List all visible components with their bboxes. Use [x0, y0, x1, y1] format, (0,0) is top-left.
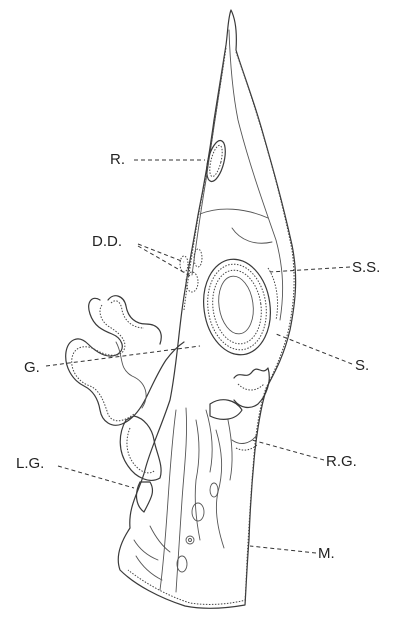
- label-ss: S.S.: [352, 259, 380, 276]
- central-organ: [198, 255, 278, 359]
- leader-dd-2: [138, 246, 190, 276]
- leader-lg: [58, 466, 134, 488]
- g-gland: [66, 296, 184, 425]
- stippled-left-wall: [184, 48, 226, 310]
- label-dd: D.D.: [92, 233, 122, 250]
- label-lg: L.G.: [16, 455, 44, 472]
- leader-rg: [252, 440, 324, 460]
- label-m: M.: [318, 545, 335, 562]
- upper-sinus: [232, 228, 272, 243]
- rg-folds: [232, 368, 269, 450]
- lg-lobes: [120, 416, 161, 512]
- stippled-lower-wall: [128, 570, 246, 604]
- stippled-right-wall: [236, 52, 294, 604]
- label-r: R.: [110, 151, 125, 168]
- label-g: G.: [24, 359, 40, 376]
- upper-septum: [200, 209, 268, 218]
- label-rg: R.G.: [326, 453, 357, 470]
- label-s: S.: [355, 357, 369, 374]
- inner-wall-left: [192, 60, 224, 275]
- leader-m: [250, 546, 316, 553]
- leader-dd-1: [138, 244, 184, 262]
- specimen-drawing: [66, 10, 296, 608]
- r-organ: [203, 139, 229, 184]
- body-outline: [118, 10, 295, 608]
